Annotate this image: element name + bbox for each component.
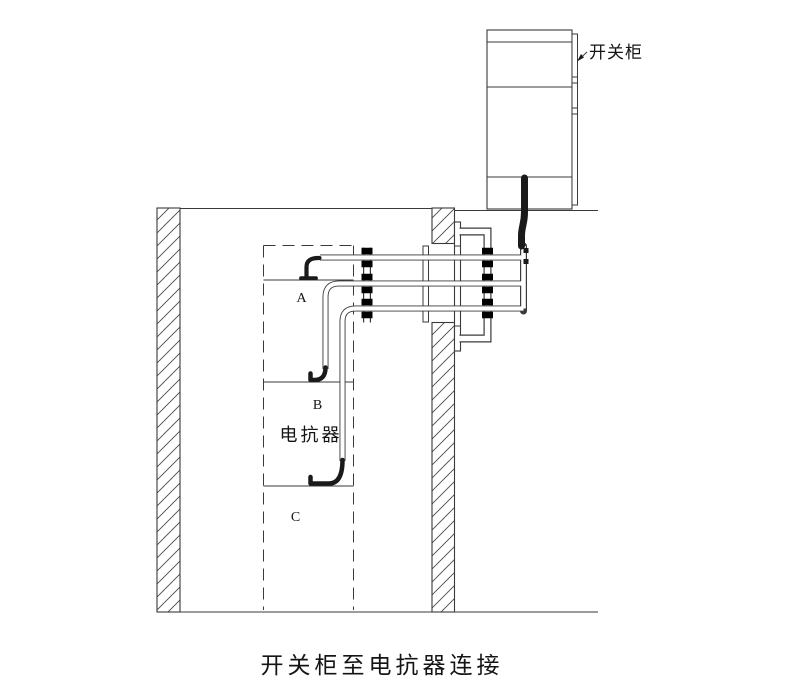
cabinet-hinge-upper	[571, 76, 578, 84]
cabinet-side-panel	[571, 33, 578, 206]
phase-c-label: C	[291, 510, 300, 525]
right-wall-below-opening	[431, 321, 456, 613]
left-wall	[156, 207, 181, 613]
phase-a-hook	[304, 255, 322, 280]
cable-bolt-lower	[523, 259, 529, 264]
right-wall-above-opening	[431, 207, 456, 245]
terminal-hooks	[299, 255, 345, 486]
drawing-caption: 开关柜至电抗器连接	[261, 653, 504, 678]
cabinet-body	[486, 29, 573, 210]
switchgear-cable	[518, 174, 528, 250]
phase-b-label: B	[313, 398, 322, 413]
switchgear-cabinet-label: 开关柜	[589, 43, 643, 62]
phase-b-hook	[308, 365, 328, 383]
cabinet-hinge-lower	[571, 107, 578, 115]
phase-c-hook	[308, 457, 345, 486]
switchgear-cabinet	[486, 29, 578, 210]
cable-bolt-upper	[523, 248, 529, 253]
cabinet-label-arrowhead	[577, 54, 584, 62]
reactor-label: 电抗器	[280, 425, 343, 445]
busbars	[320, 242, 527, 461]
phase-a-label: A	[296, 291, 307, 306]
